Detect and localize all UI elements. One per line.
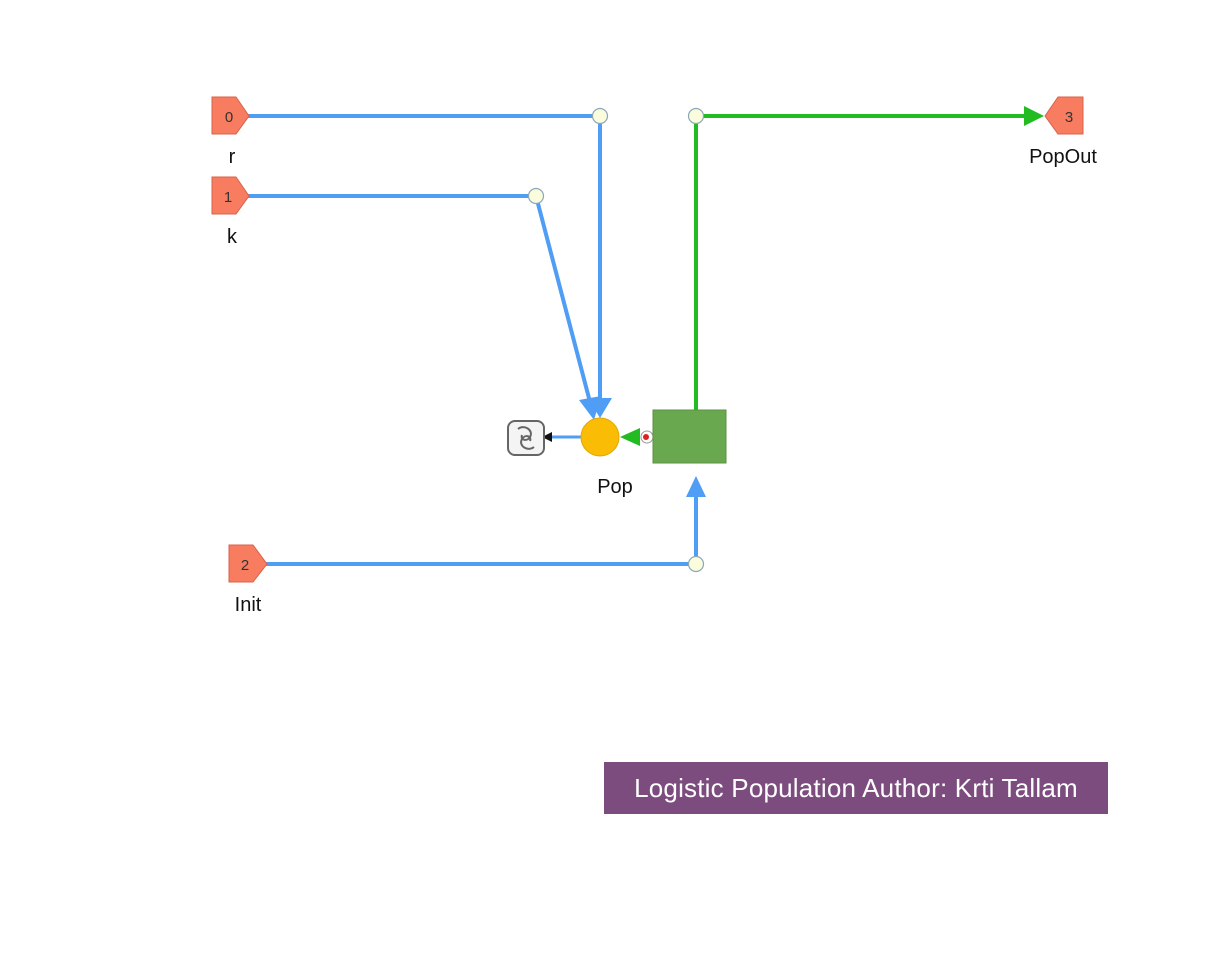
integrator-block[interactable] bbox=[652, 409, 727, 464]
arrowhead-flow bbox=[620, 428, 640, 446]
input-port-k[interactable]: 1 bbox=[211, 176, 250, 215]
line-r[interactable] bbox=[248, 114, 602, 398]
model-title: Logistic Population Author: Krti Tallam bbox=[634, 772, 1078, 803]
arrowhead-init bbox=[686, 476, 706, 497]
port-label-r: r bbox=[229, 146, 236, 168]
sink-cloud-icon[interactable] bbox=[507, 420, 545, 456]
junction-r[interactable] bbox=[591, 107, 609, 125]
flow-valve-dot bbox=[643, 434, 649, 440]
arrowhead-popout bbox=[1024, 106, 1044, 126]
pop-label: Pop bbox=[597, 476, 633, 498]
junction-k[interactable] bbox=[527, 187, 545, 205]
line-k[interactable] bbox=[248, 194, 592, 403]
port-label-init: Init bbox=[235, 594, 262, 616]
port-number-0: 0 bbox=[225, 109, 233, 126]
port-label-k: k bbox=[227, 226, 238, 248]
port-number-1: 1 bbox=[224, 189, 232, 206]
arrowhead-sink bbox=[542, 432, 552, 442]
arrowhead-k bbox=[579, 396, 601, 420]
output-port-popout[interactable]: 3 bbox=[1044, 96, 1084, 135]
line-init[interactable] bbox=[266, 496, 698, 566]
port-number-3: 3 bbox=[1065, 109, 1073, 126]
model-title-banner: Logistic Population Author: Krti Tallam bbox=[604, 762, 1108, 814]
pop-node[interactable] bbox=[580, 417, 620, 457]
input-port-r[interactable]: 0 bbox=[211, 96, 250, 135]
junction-init[interactable] bbox=[687, 555, 705, 573]
port-number-2: 2 bbox=[241, 557, 249, 574]
input-port-init[interactable]: 2 bbox=[228, 544, 268, 583]
line-popout[interactable] bbox=[694, 114, 1026, 410]
port-label-popout: PopOut bbox=[1029, 146, 1097, 168]
junction-popout[interactable] bbox=[687, 107, 705, 125]
